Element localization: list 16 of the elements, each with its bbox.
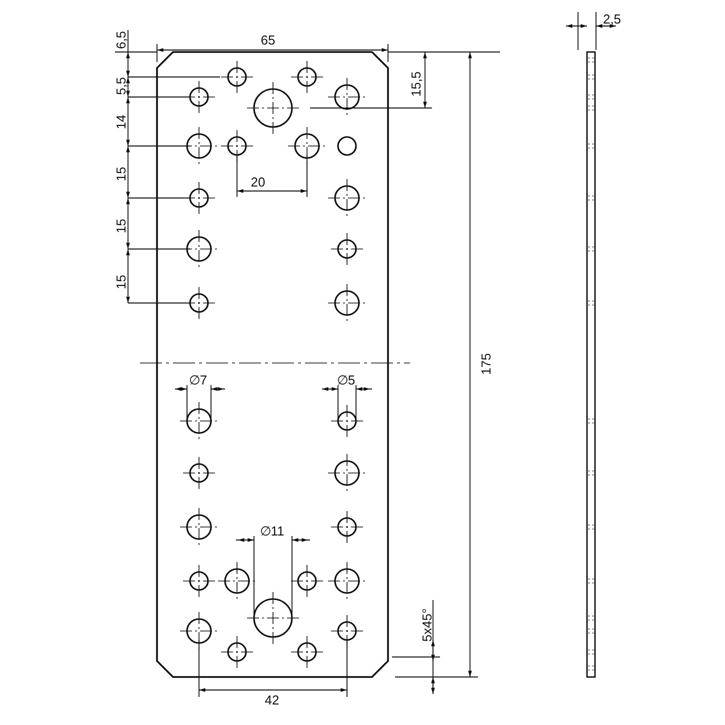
dimension-value: 175 <box>480 353 492 375</box>
dimension-value: 42 <box>264 694 280 706</box>
dimension-value: 15 <box>114 274 128 290</box>
dimension-value: 15,5 <box>410 71 422 97</box>
dimension-value: 65 <box>260 34 276 46</box>
dimension-value: ∅7 <box>188 374 208 386</box>
dimension-value: 2,5 <box>602 12 622 26</box>
dimension-value: 15 <box>114 166 128 182</box>
dimension-value: 5x45° <box>420 608 434 642</box>
dimension-value: 14 <box>114 114 128 130</box>
dimension-value: 5,5 <box>114 76 128 96</box>
dimension-value: 15 <box>114 218 128 234</box>
dimension-value: ∅5 <box>336 374 356 386</box>
dimension-value: ∅11 <box>260 524 284 538</box>
dimension-value: 6,5 <box>114 30 128 50</box>
dimension-value: 20 <box>250 176 266 188</box>
